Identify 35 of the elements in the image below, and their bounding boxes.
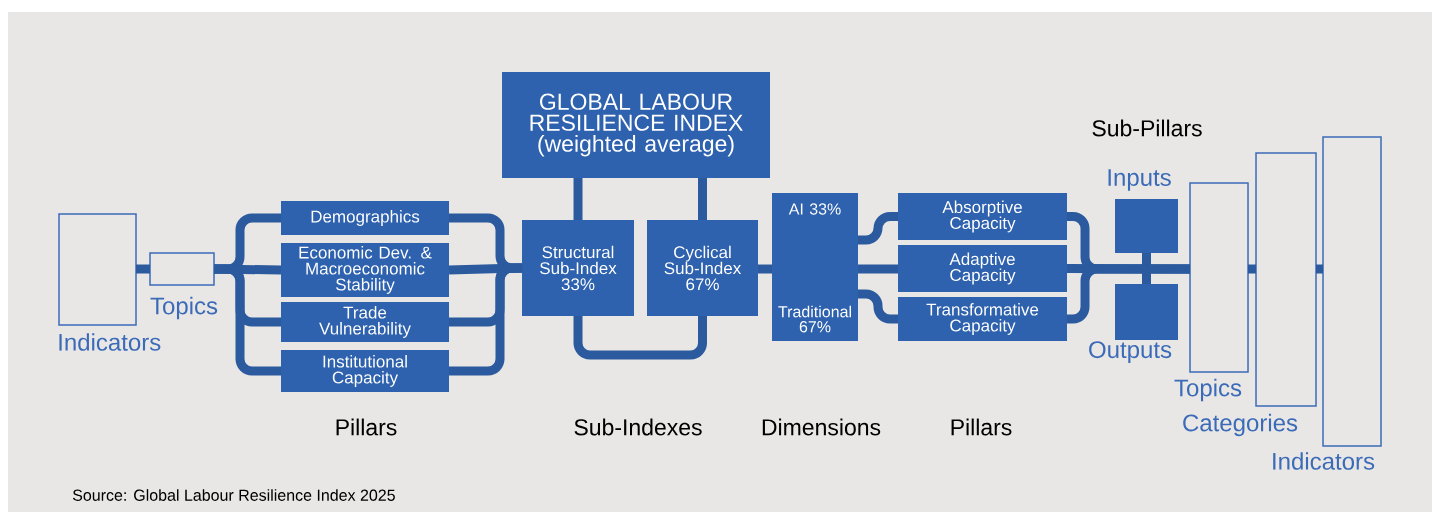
column-heading: Pillars bbox=[336, 418, 397, 436]
category-box: Institutional Capacity bbox=[281, 350, 449, 392]
connector-line bbox=[1248, 264, 1256, 274]
column-heading: Sub-Indexes bbox=[574, 418, 702, 436]
connector-line bbox=[1067, 264, 1190, 324]
column-heading: Dimensions bbox=[762, 418, 881, 436]
category-box: Cyclical Sub-Index 67% bbox=[647, 220, 758, 316]
connector-line bbox=[573, 178, 583, 220]
connector-line bbox=[698, 178, 707, 220]
column-heading: Pillars bbox=[951, 418, 1012, 436]
box-label: Topics bbox=[150, 296, 218, 320]
box-label: Categories bbox=[1183, 413, 1298, 437]
category-box: Absorptive Capacity bbox=[898, 193, 1067, 240]
connector-line bbox=[136, 264, 150, 274]
connector-line bbox=[449, 263, 522, 376]
category-box: Trade Vulnerability bbox=[281, 302, 449, 342]
category-box: Demographics bbox=[281, 201, 449, 235]
box-label: Outputs bbox=[1089, 341, 1172, 363]
dimension-box: AI 33% Traditional 67% bbox=[772, 193, 858, 341]
box-label: Topics bbox=[1174, 378, 1242, 402]
category-box: Structural Sub-Index 33% bbox=[522, 220, 634, 316]
connector-line bbox=[1316, 264, 1323, 274]
connector-line bbox=[1142, 253, 1151, 284]
category-box: Economic Dev. & Macroeconomic Stability bbox=[281, 243, 449, 297]
connector-line bbox=[1066, 264, 1191, 274]
index-box: GLOBAL LABOUR RESILIENCE INDEX (weighted average) bbox=[502, 72, 770, 178]
box-label: Indicators bbox=[59, 333, 161, 351]
box-label: Indicators bbox=[1273, 452, 1375, 470]
box-label: Inputs bbox=[1108, 169, 1171, 191]
category-box: Adaptive Capacity bbox=[898, 245, 1067, 292]
category-box: Transformative Capacity bbox=[898, 297, 1067, 341]
connector-line bbox=[758, 264, 772, 274]
column-heading: Sub-Pillars bbox=[1092, 119, 1202, 137]
connector-line bbox=[858, 264, 898, 274]
source-note: Source: Global Labour Resilience Index 2025 bbox=[72, 489, 395, 501]
